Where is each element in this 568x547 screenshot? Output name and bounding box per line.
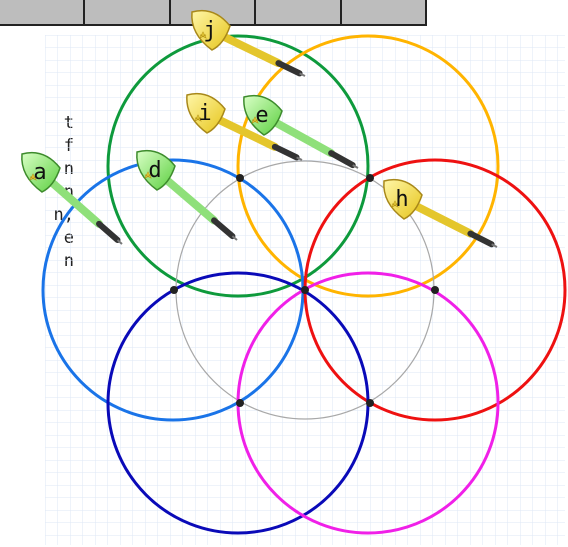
intersection-point bbox=[170, 286, 178, 294]
dart-label: e bbox=[255, 103, 268, 128]
dart-label: i bbox=[198, 101, 211, 126]
intersection-point bbox=[431, 286, 439, 294]
intersection-point bbox=[236, 399, 244, 407]
intersection-point bbox=[236, 174, 244, 182]
intersection-point bbox=[366, 399, 374, 407]
dart-label: j bbox=[203, 18, 216, 43]
dart-label: d bbox=[148, 158, 161, 183]
intersection-point bbox=[366, 174, 374, 182]
dart-label: a bbox=[33, 160, 46, 185]
dart-label: h bbox=[395, 187, 408, 212]
intersection-point bbox=[301, 286, 309, 294]
